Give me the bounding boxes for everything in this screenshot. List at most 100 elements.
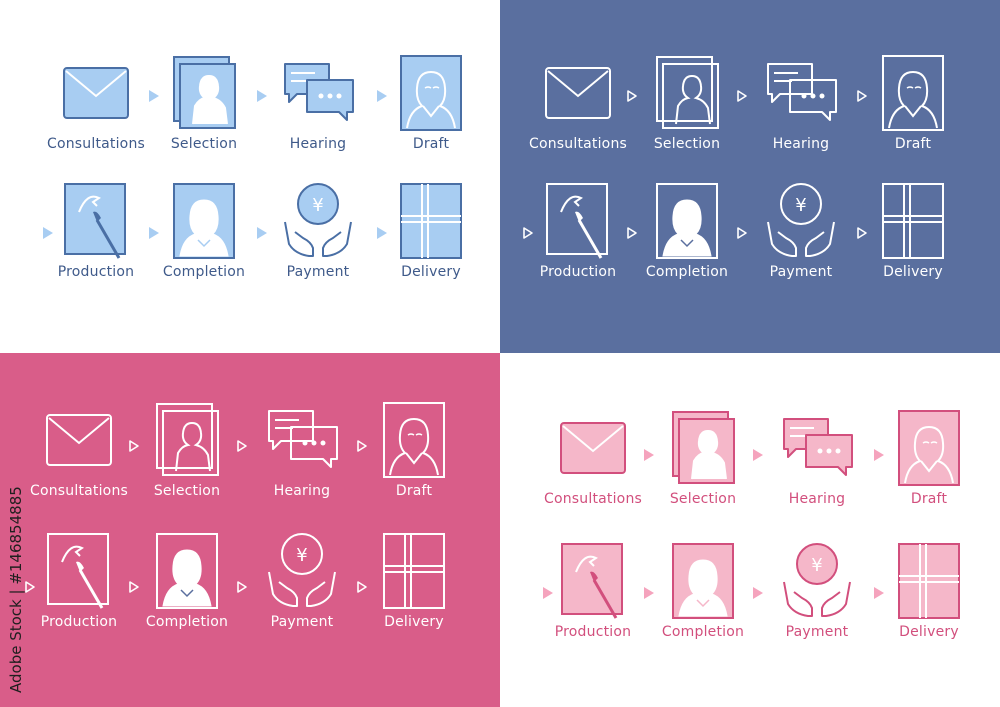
- flow-arrow-icon: [856, 226, 868, 240]
- step-label: Hearing: [772, 136, 830, 152]
- step-label: Payment: [785, 624, 849, 640]
- step-label: Delivery: [883, 264, 943, 280]
- flow-arrow-icon: [643, 448, 655, 462]
- step-consultations: Consultations: [29, 401, 129, 521]
- svg-text:¥: ¥: [296, 545, 307, 566]
- step-draft: Draft: [381, 54, 481, 174]
- step-label: Completion: [645, 264, 729, 280]
- wrapped-package-icon: [392, 182, 470, 260]
- step-delivery: Delivery: [879, 542, 979, 662]
- speech-bubbles-icon: [279, 54, 357, 132]
- step-payment: ¥ Payment: [751, 182, 851, 302]
- step-label: Consultations: [543, 491, 643, 507]
- wrapped-package-icon: [890, 542, 968, 620]
- svg-text:¥: ¥: [811, 555, 822, 576]
- step-draft: Draft: [364, 401, 464, 521]
- step-label: Completion: [661, 624, 745, 640]
- portrait-cards-icon: [648, 54, 726, 132]
- step-payment: ¥ Payment: [268, 182, 368, 302]
- wrapped-package-icon: [874, 182, 952, 260]
- brush-canvas-icon: [554, 542, 632, 620]
- step-label: Delivery: [401, 264, 461, 280]
- sketch-portrait-icon: [392, 54, 470, 132]
- stock-id-text: Adobe Stock | #146854885: [7, 486, 25, 693]
- flow-arrow-icon: [752, 448, 764, 462]
- flow-arrow-icon: [542, 586, 554, 600]
- flow-arrow-icon: [256, 89, 268, 103]
- step-production: Production: [29, 532, 129, 652]
- yen-coin-hands-icon: ¥: [263, 532, 341, 610]
- step-label: Production: [554, 624, 632, 640]
- step-label: Payment: [286, 264, 350, 280]
- brush-canvas-icon: [40, 532, 118, 610]
- finished-portrait-icon: [648, 182, 726, 260]
- flow-arrow-icon: [236, 439, 248, 453]
- yen-coin-hands-icon: ¥: [279, 182, 357, 260]
- step-label: Production: [57, 264, 135, 280]
- flow-arrow-icon: [376, 89, 388, 103]
- step-payment: ¥ Payment: [767, 542, 867, 662]
- step-consultations: Consultations: [543, 409, 643, 529]
- step-production: Production: [528, 182, 628, 302]
- step-label: Draft: [910, 491, 948, 507]
- flow-arrow-icon: [376, 226, 388, 240]
- flow-arrow-icon: [522, 226, 534, 240]
- step-label: Draft: [395, 483, 433, 499]
- step-label: Consultations: [29, 483, 129, 499]
- step-label: Production: [539, 264, 617, 280]
- flow-arrow-icon: [626, 89, 638, 103]
- flow-arrow-icon: [643, 586, 655, 600]
- flow-arrow-icon: [856, 89, 868, 103]
- step-label: Selection: [153, 483, 221, 499]
- finished-portrait-icon: [165, 182, 243, 260]
- sketch-portrait-icon: [890, 409, 968, 487]
- yen-coin-hands-icon: ¥: [762, 182, 840, 260]
- flow-arrow-icon: [356, 580, 368, 594]
- step-label: Completion: [145, 614, 229, 630]
- step-label: Selection: [653, 136, 721, 152]
- flow-arrow-icon: [24, 580, 36, 594]
- step-delivery: Delivery: [863, 182, 963, 302]
- step-delivery: Delivery: [364, 532, 464, 652]
- step-selection: Selection: [137, 401, 237, 521]
- flow-arrow-icon: [356, 439, 368, 453]
- envelope-icon: [57, 54, 135, 132]
- sketch-portrait-icon: [375, 401, 453, 479]
- flow-arrow-icon: [128, 439, 140, 453]
- speech-bubbles-icon: [263, 401, 341, 479]
- step-label: Production: [40, 614, 118, 630]
- flow-arrow-icon: [626, 226, 638, 240]
- flow-arrow-icon: [236, 580, 248, 594]
- step-draft: Draft: [863, 54, 963, 174]
- step-draft: Draft: [879, 409, 979, 529]
- step-label: Payment: [270, 614, 334, 630]
- envelope-icon: [40, 401, 118, 479]
- envelope-icon: [539, 54, 617, 132]
- flow-arrow-icon: [148, 226, 160, 240]
- flow-arrow-icon: [256, 226, 268, 240]
- step-production: Production: [543, 542, 643, 662]
- flow-arrow-icon: [42, 226, 54, 240]
- step-label: Payment: [769, 264, 833, 280]
- step-completion: Completion: [653, 542, 753, 662]
- step-label: Hearing: [289, 136, 347, 152]
- svg-text:¥: ¥: [312, 195, 323, 216]
- step-hearing: Hearing: [767, 409, 867, 529]
- portrait-cards-icon: [148, 401, 226, 479]
- step-label: Consultations: [46, 136, 146, 152]
- wrapped-package-icon: [375, 532, 453, 610]
- envelope-icon: [554, 409, 632, 487]
- step-completion: Completion: [154, 182, 254, 302]
- step-label: Consultations: [528, 136, 628, 152]
- step-completion: Completion: [137, 532, 237, 652]
- flow-arrow-icon: [128, 580, 140, 594]
- step-hearing: Hearing: [268, 54, 368, 174]
- sketch-portrait-icon: [874, 54, 952, 132]
- speech-bubbles-icon: [762, 54, 840, 132]
- portrait-cards-icon: [664, 409, 742, 487]
- flow-arrow-icon: [736, 89, 748, 103]
- step-label: Hearing: [273, 483, 331, 499]
